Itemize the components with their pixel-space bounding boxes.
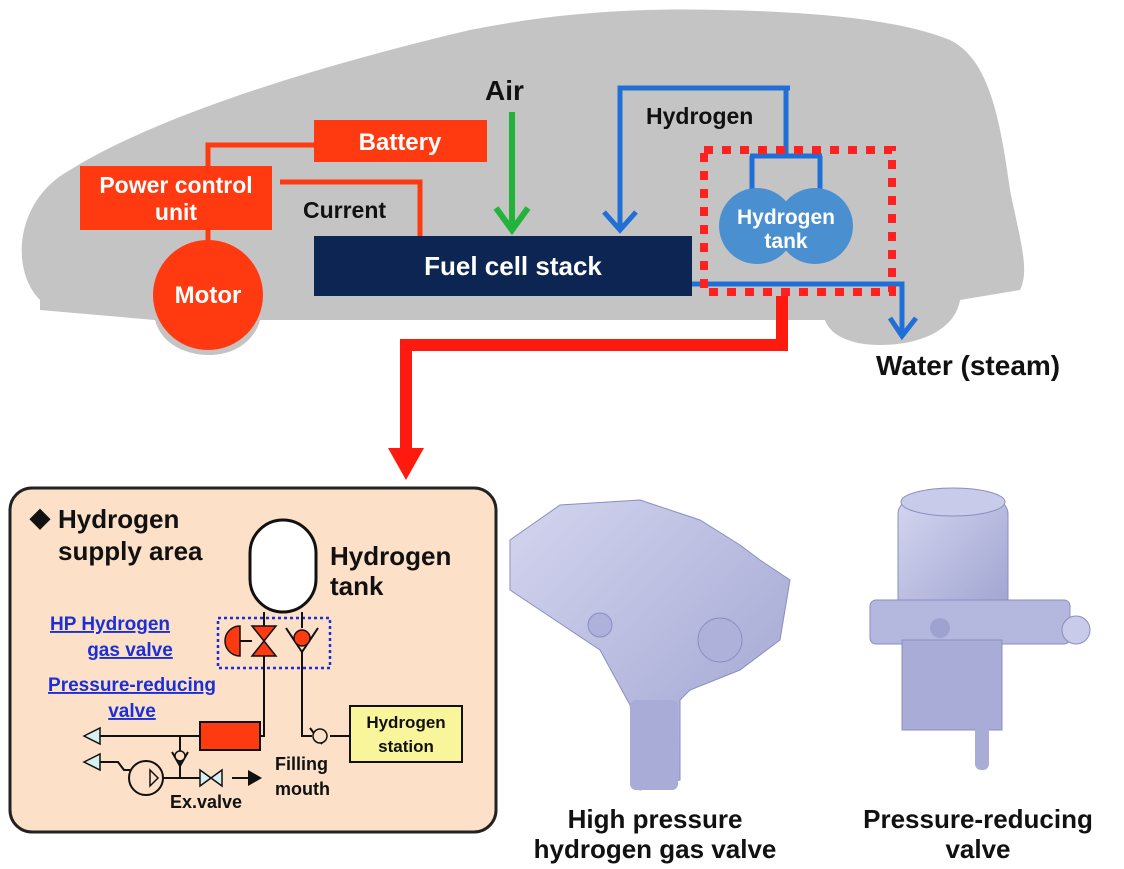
- tank-label-line1: Hydrogen: [330, 541, 451, 571]
- station-label-line1: Hydrogen: [366, 713, 445, 732]
- pr-valve-caption-line1: Pressure-reducing: [863, 804, 1093, 834]
- callout-arrow: [400, 296, 788, 452]
- solenoid-valve-icon: [224, 625, 278, 657]
- hydrogen-supply-area-panel: ◆ Hydrogen supply area Hydrogen tank HP …: [8, 486, 498, 834]
- pr-valve-caption-line2: valve: [945, 834, 1010, 864]
- high-pressure-valve-image: [509, 499, 791, 791]
- hydrogen-station-box: [349, 705, 463, 763]
- fuel-cell-stack-box: Fuel cell stack: [314, 236, 692, 296]
- hp-valve-caption-line2: hydrogen gas valve: [534, 834, 777, 864]
- car-silhouette: [21, 9, 1025, 356]
- exhaust-arrow-icon: [248, 770, 262, 786]
- tank-label-line2: tank: [330, 571, 384, 601]
- hp-valve-link-line2[interactable]: gas valve: [87, 640, 173, 661]
- filling-mouth-icon: [309, 727, 328, 745]
- supply-area-title-line2: supply area: [58, 536, 203, 566]
- air-label: Air: [485, 75, 524, 106]
- battery-box: Battery: [314, 120, 487, 162]
- filling-mouth-label-line1: Filling: [275, 754, 328, 774]
- pressure-reducing-valve-icon: [199, 721, 261, 751]
- ex-valve-label: Ex.valve: [170, 792, 242, 812]
- ex-valve-icon: [199, 768, 223, 788]
- pcu-label-line2: unit: [155, 199, 197, 225]
- pressure-reducing-valve-image: [869, 487, 1091, 770]
- hydrogen-tank: Hydrogen tank: [719, 188, 853, 264]
- tank-vessel-icon: [248, 518, 318, 614]
- air-arrow-icon: [493, 112, 531, 236]
- supply-area-title-line1: Hydrogen: [58, 504, 179, 534]
- water-label: Water (steam): [876, 350, 1060, 381]
- hydrogen-arrow-icon: [602, 210, 638, 234]
- outlet-arrow-icon-1: [82, 726, 101, 746]
- hydrogen-tank-label-line2: tank: [764, 230, 808, 253]
- current-label: Current: [303, 197, 386, 223]
- hp-valve-group-outline: [216, 616, 332, 670]
- hydrogen-tank-label-line1: Hydrogen: [737, 206, 835, 229]
- outlet-arrow-icon-2: [82, 752, 101, 772]
- hydrogen-label: Hydrogen: [646, 103, 753, 129]
- battery-label: Battery: [359, 129, 442, 156]
- pr-valve-link-line2[interactable]: valve: [108, 701, 156, 722]
- hydrogen-lines: [617, 85, 905, 335]
- pcu-label-line1: Power control: [99, 172, 252, 198]
- filling-mouth-label-line2: mouth: [275, 779, 330, 799]
- pr-valve-link-line1[interactable]: Pressure-reducing: [48, 675, 216, 696]
- supply-area-title-bullet: ◆: [29, 502, 51, 532]
- motor-circle: Motor: [153, 240, 263, 350]
- power-control-unit-box: Power control unit: [80, 166, 272, 230]
- supply-area-highlight: [700, 146, 896, 296]
- pump-icon: [128, 760, 164, 796]
- fuel-cell-stack-label: Fuel cell stack: [424, 251, 602, 281]
- callout-arrowhead-icon: [388, 448, 424, 480]
- hp-valve-link-line1[interactable]: HP Hydrogen: [50, 614, 170, 635]
- station-label-line2: station: [378, 737, 434, 756]
- motor-label: Motor: [175, 282, 242, 309]
- water-arrow-icon: [887, 316, 918, 341]
- relief-check-icon: [171, 750, 189, 769]
- hp-valve-caption-line1: High pressure: [568, 804, 743, 834]
